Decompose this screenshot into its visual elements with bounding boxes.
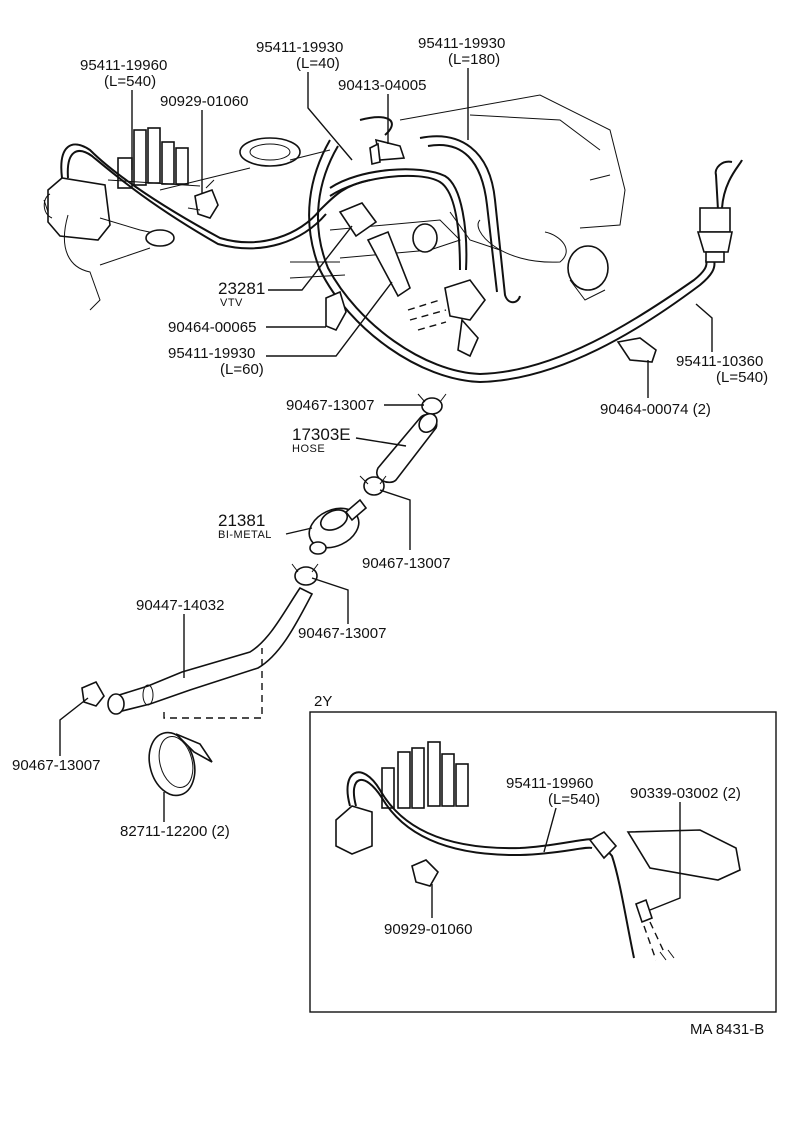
hose-90447-14032 <box>107 586 314 715</box>
fitting-90413-04005 <box>369 138 406 165</box>
inset-label-i3-number: 90929-01060 <box>384 921 472 938</box>
clamp-90464-00074 <box>616 337 657 363</box>
label-p13-number: 90467-13007 <box>362 555 450 572</box>
label-p14-note: BI-METAL <box>218 529 272 541</box>
inset-label-i2-number: 90339-03002 (2) <box>630 785 741 802</box>
dashed-guide <box>163 648 263 719</box>
inset-title: 2Y <box>314 693 332 710</box>
labels: 95411-19960 (L=540) 90929-01060 95411-19… <box>12 35 768 840</box>
label-p7-number: 90464-00065 <box>168 319 256 336</box>
label-p3-note: (L=40) <box>296 55 340 72</box>
label-p14-number: 21381 <box>218 511 265 530</box>
label-p8-number: 95411-19930 <box>168 345 255 362</box>
label-p15-number: 90447-14032 <box>136 597 224 614</box>
engine-illustration <box>43 94 626 358</box>
clip-90929-01060 <box>187 179 219 219</box>
label-p3-number: 95411-19930 <box>256 39 343 56</box>
label-p4-number: 90413-04005 <box>338 77 426 94</box>
inset-frame <box>309 711 777 1013</box>
hose-clamp-band <box>148 731 213 797</box>
label-p12-number: 17303E <box>292 425 351 444</box>
label-p2-number: 90929-01060 <box>160 93 248 110</box>
vtv-valve <box>338 202 411 298</box>
vacuum-switch <box>696 159 743 263</box>
label-p9-number: 95411-10360 <box>676 353 763 370</box>
hose-clip-mid <box>359 475 387 496</box>
label-p8-note: (L=60) <box>220 361 264 378</box>
label-p12-note: HOSE <box>292 443 325 455</box>
label-p11-number: 90467-13007 <box>286 397 374 414</box>
label-p9-note: (L=540) <box>716 369 768 386</box>
label-p17-number: 90467-13007 <box>12 757 100 774</box>
inset-label-i1-number: 95411-19960 <box>506 775 593 792</box>
label-p1-note: (L=540) <box>104 73 156 90</box>
label-p10-number: 90464-00074 (2) <box>600 401 711 418</box>
label-p6-note: VTV <box>220 297 243 309</box>
hose-clip-top <box>417 393 447 415</box>
hose-clip-lower <box>291 563 319 586</box>
label-p5-note: (L=180) <box>448 51 500 68</box>
inset-2y: 2Y 95411-19960 (L=540) 90339-03002 (2) 9… <box>309 693 777 1013</box>
label-p1-number: 95411-19960 <box>80 57 167 74</box>
hose-clip-bottom-left <box>81 680 105 707</box>
label-p5-number: 95411-19930 <box>418 35 505 52</box>
drawing-code: MA 8431-B <box>690 1021 764 1038</box>
label-p6-number: 23281 <box>218 279 265 298</box>
bimetal-valve <box>308 498 368 555</box>
hose-17303e <box>376 412 438 484</box>
clamp-90464-00065 <box>325 290 347 332</box>
label-p18-number: 82711-12200 (2) <box>120 823 230 840</box>
label-p16-number: 90467-13007 <box>298 625 386 642</box>
inset-label-i1-note: (L=540) <box>548 791 600 808</box>
hose-routing <box>60 116 733 384</box>
